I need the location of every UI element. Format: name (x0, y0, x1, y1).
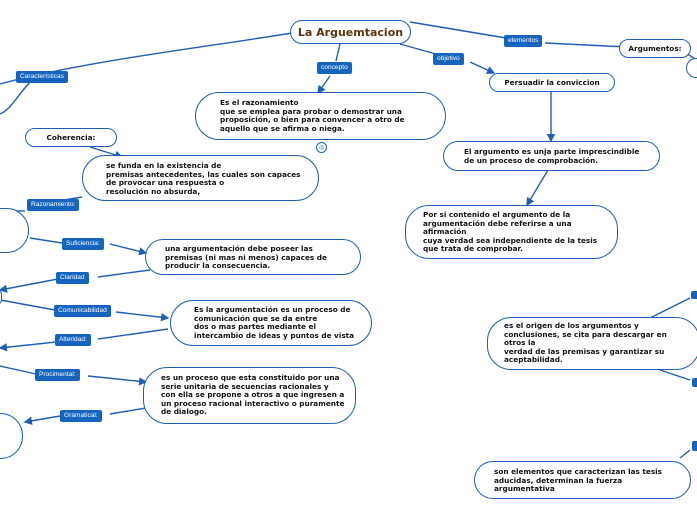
line-objetivo (399, 43, 494, 73)
right-edge-tag-2[interactable] (692, 378, 697, 387)
procimental-text: es un proceso que esta constituido por u… (161, 373, 345, 417)
concepto-node[interactable] (195, 92, 446, 140)
line-procimental (0, 365, 146, 382)
line-suficiencia (29, 237, 146, 253)
premisas-text-node[interactable] (487, 317, 697, 370)
tag-objetivo[interactable]: objetivo (433, 53, 464, 65)
coherencia-label: Coherencia: (46, 133, 96, 142)
right-edge-tag-1[interactable] (691, 291, 697, 299)
line-concepto (318, 43, 341, 93)
concepto-text: Es el razonamiento que se emplea para pr… (220, 98, 405, 133)
argumentos-node[interactable]: Argumentos: (619, 39, 691, 58)
tag-alteridad[interactable]: Alteridad: (55, 334, 91, 346)
tag-elementos[interactable]: elementos (504, 35, 543, 47)
comunicabilidad-text: Es la argumentación es un proceso de com… (194, 305, 355, 340)
line-alteridad (0, 328, 169, 348)
procimental-text-node[interactable] (143, 367, 356, 424)
tag-procimental[interactable]: Procimental: (35, 369, 80, 381)
coherencia-text: se funda en la existencia de premisas an… (106, 161, 301, 196)
tag-caracteristicas[interactable]: Características (16, 71, 68, 83)
tag-comunicabilidad[interactable]: Comunicabilidad (54, 305, 111, 317)
contenido-text-node[interactable] (405, 205, 618, 259)
tag-razonamiento[interactable]: Razonamiento: (27, 199, 80, 211)
elementos-text: son elementos que caracterizan las tesis… (494, 467, 663, 494)
tag-suficiencia[interactable]: Suficiencia: (62, 238, 104, 250)
premisas-text: es el origen de los argumentos y conclus… (504, 321, 667, 365)
line-caracteristicas-coherencia (0, 81, 31, 115)
coherencia-node[interactable]: Coherencia: (25, 128, 117, 147)
tag-gramatical[interactable]: Gramatical: (60, 410, 102, 422)
contenido-text: Por si contenido el argumento de la argu… (423, 210, 598, 254)
argumentos-label: Argumentos: (628, 44, 682, 53)
tag-claridad[interactable]: Claridad (56, 272, 89, 284)
line-claridad (0, 269, 151, 290)
line-gramatical (25, 407, 147, 422)
main-topic[interactable]: La Arguemtacion (290, 20, 411, 44)
line-objetivo-contenido (526, 169, 549, 207)
right-edge-tag-3[interactable] (692, 441, 697, 451)
attachment-icon[interactable]: ◎ (316, 142, 327, 153)
line-elementos (409, 21, 627, 47)
persuadir-label: Persuadir la conviccion (504, 78, 600, 87)
persuadir-node[interactable]: Persuadir la conviccion (489, 73, 615, 92)
objetivo-text: El argumento es unja parte imprescindibl… (464, 147, 640, 165)
line-comunicabilidad (0, 299, 168, 318)
comunicabilidad-text-node[interactable] (170, 300, 372, 346)
line-elementos-right (679, 449, 691, 459)
main-topic-label: La Arguemtacion (297, 25, 404, 39)
suficiencia-text: una argumentación debe poseer las premis… (165, 244, 327, 271)
line-premisas (649, 297, 691, 381)
suficiencia-text-node[interactable] (145, 239, 361, 275)
tag-concepto[interactable]: concepto (317, 62, 352, 74)
elementos-text-node[interactable] (474, 461, 691, 499)
coherencia-text-node[interactable] (82, 155, 319, 201)
objetivo-text-node[interactable] (443, 141, 660, 171)
